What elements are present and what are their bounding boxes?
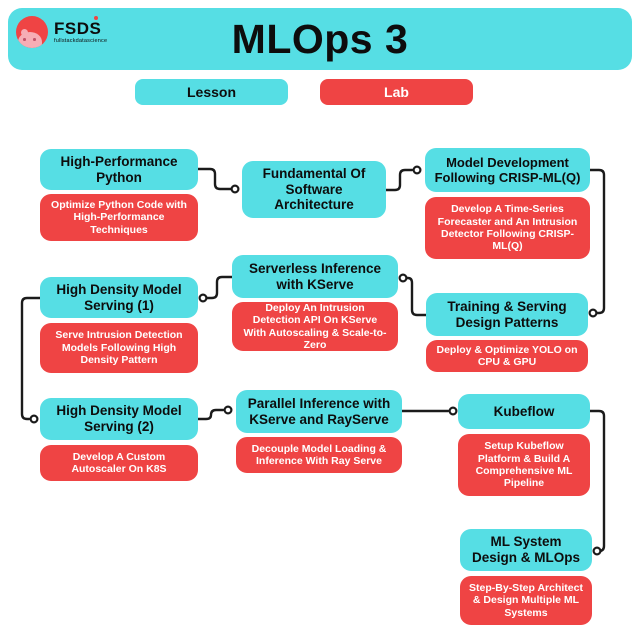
lab-training-serving-design-patterns: Deploy & Optimize YOLO on CPU & GPU [426, 340, 588, 372]
lesson-high-density-model-serving-2: High Density Model Serving (2) [40, 398, 198, 440]
lab-high-performance-python: Optimize Python Code with High-Performan… [40, 194, 198, 241]
logo-pig-eyes [23, 38, 26, 41]
fsds-logo: FSDS fullstackdatascience [16, 15, 108, 48]
lab-parallel-inference-kserve-rayserve: Decouple Model Loading & Inference With … [236, 437, 402, 473]
lesson-model-development-crisp-mlq: Model Development Following CRISP-ML(Q) [425, 148, 590, 192]
lesson-kubeflow: Kubeflow [458, 394, 590, 429]
lesson-high-performance-python: High-Performance Python [40, 149, 198, 190]
lesson-parallel-inference-kserve-rayserve: Parallel Inference with KServe and RaySe… [236, 390, 402, 433]
legend-lesson-chip: Lesson [135, 79, 288, 105]
legend-lab-chip: Lab [320, 79, 473, 105]
logo-red-dot [94, 15, 99, 20]
lesson-fundamental-software-architecture: Fundamental Of Software Architecture [242, 161, 386, 218]
lab-serverless-inference-kserve: Deploy An Intrusion Detection API On KSe… [232, 302, 398, 351]
logo-abbr: FSDS [54, 15, 107, 37]
logo-subtitle: fullstackdatascience [54, 37, 108, 44]
header-banner: FSDS fullstackdatascience MLOps 3 [8, 8, 632, 70]
lab-model-development-crisp-mlq: Develop A Time-Series Forecaster and An … [425, 197, 590, 259]
lab-high-density-model-serving-2: Develop A Custom Autoscaler On K8S [40, 445, 198, 481]
lesson-training-serving-design-patterns: Training & Serving Design Patterns [426, 293, 588, 336]
page-title: MLOps 3 [231, 16, 409, 62]
lab-high-density-model-serving-1: Serve Intrusion Detection Models Followi… [40, 323, 198, 373]
lesson-serverless-inference-kserve: Serverless Inference with KServe [232, 255, 398, 298]
logo-circle [16, 16, 48, 48]
lesson-ml-system-design-mlops: ML System Design & MLOps [460, 529, 592, 571]
logo-pig-icon [18, 29, 42, 48]
lab-kubeflow: Setup Kubeflow Platform & Build A Compre… [458, 434, 590, 496]
logo-text: FSDS fullstackdatascience [54, 15, 108, 45]
lab-ml-system-design-mlops: Step-By-Step Architect & Design Multiple… [460, 576, 592, 625]
lesson-high-density-model-serving-1: High Density Model Serving (1) [40, 277, 198, 318]
logo-pig-ear [21, 29, 28, 36]
